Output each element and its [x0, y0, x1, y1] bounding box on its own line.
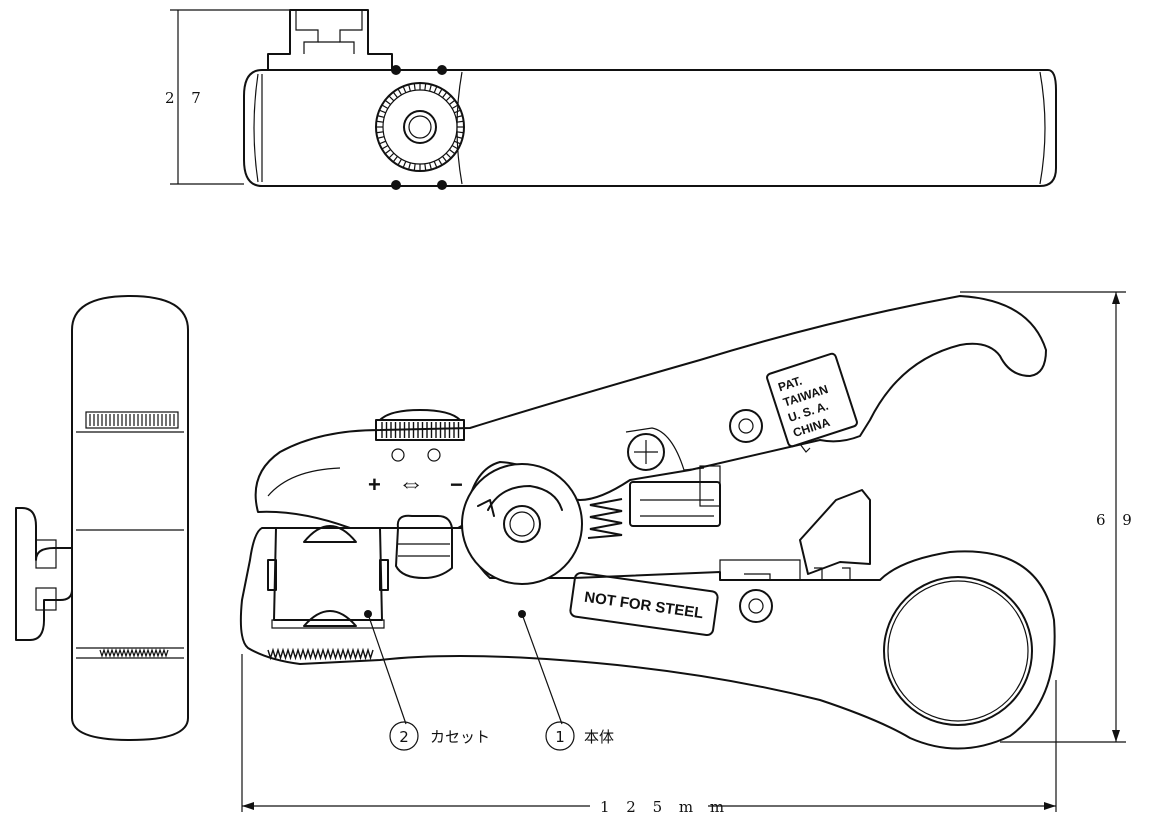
arrow-symbol: ⇔	[398, 468, 424, 498]
dimension-27: 2 7	[165, 89, 207, 107]
dimension-125mm: 1 2 5 m m	[600, 798, 730, 816]
end-view	[15, 295, 189, 741]
minus-symbol: −	[450, 472, 463, 497]
not-for-steel-stamp: NOT FOR STEEL	[583, 589, 704, 623]
plus-symbol: +	[368, 472, 381, 497]
callout-1-label: 本体	[584, 728, 614, 746]
top-view: 2 7	[165, 9, 1057, 190]
dimension-69: 6 9	[1096, 511, 1138, 529]
callout-1-number: 1	[555, 728, 565, 746]
callout-2-label: カセット	[430, 728, 490, 746]
main-view: + ⇔ −	[239, 291, 1138, 816]
callout-2-number: 2	[399, 728, 409, 746]
